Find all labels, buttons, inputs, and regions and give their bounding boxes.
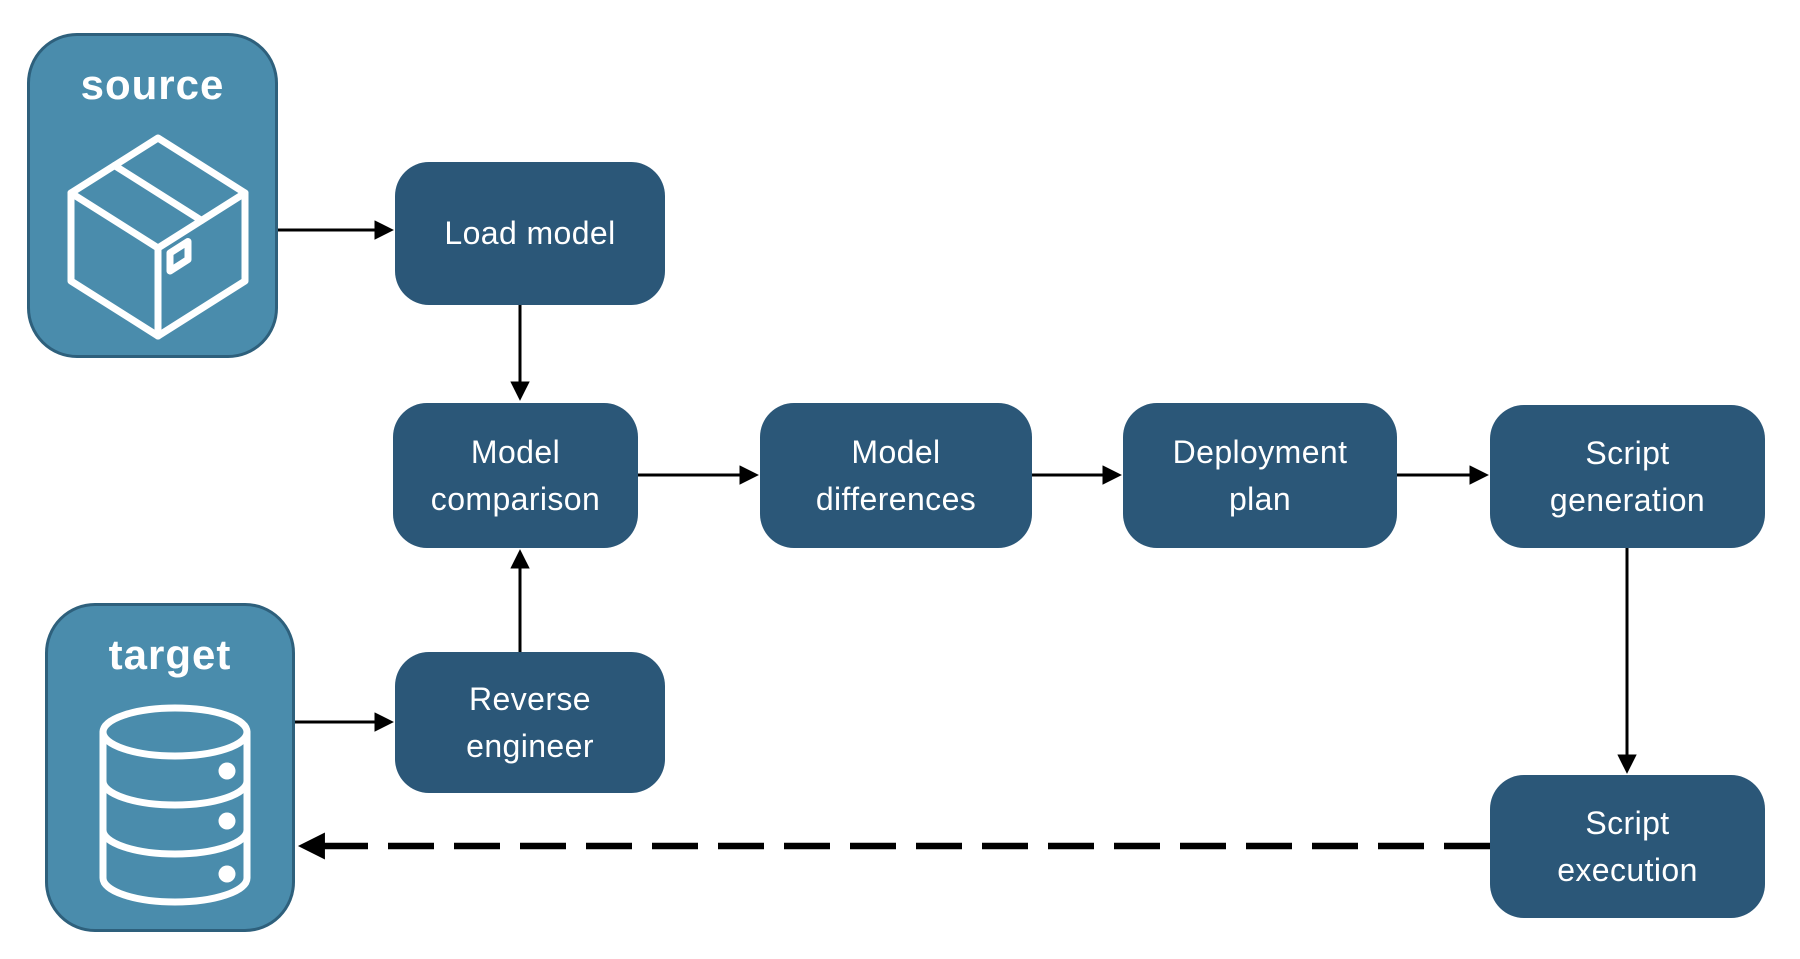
package-icon [67, 134, 249, 340]
target-endpoint: target [45, 603, 295, 932]
node-model-comparison: Model comparison [393, 403, 638, 548]
node-deployment-plan: Deployment plan [1123, 403, 1397, 548]
node-script-generation: Script generation [1490, 405, 1765, 548]
target-label: target [108, 631, 232, 678]
node-reverse-engineer: Reverse engineer [395, 652, 665, 793]
database-icon [99, 704, 251, 906]
node-script-execution: Script execution [1490, 775, 1765, 918]
node-model-differences: Model differences [760, 403, 1032, 548]
node-load-model: Load model [395, 162, 665, 305]
source-label: source [80, 61, 225, 108]
source-endpoint: source [27, 33, 278, 358]
